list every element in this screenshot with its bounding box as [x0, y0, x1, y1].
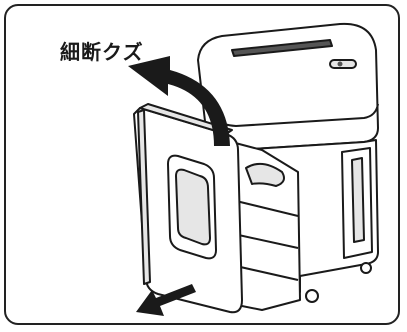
remove-scraps-arrow	[128, 56, 230, 146]
caption-label: 細断クズ	[60, 40, 144, 64]
pull-out-arrow	[136, 284, 196, 316]
waste-bin	[133, 103, 301, 314]
